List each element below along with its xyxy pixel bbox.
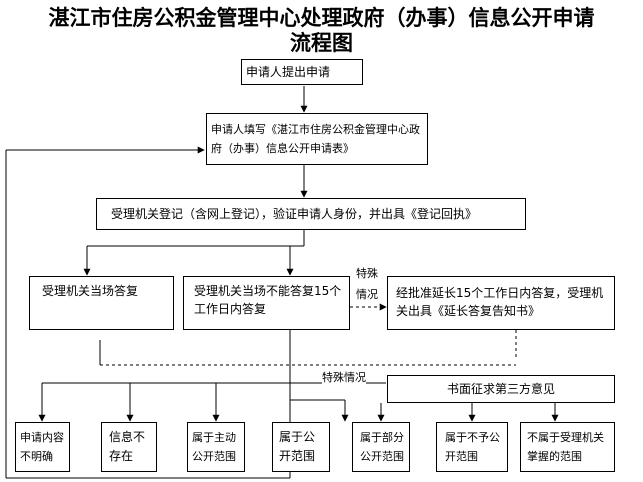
- outcome-disclosure-scope: 属于公开范围: [272, 422, 330, 472]
- step-reply-onsite: 受理机关当场答复: [29, 276, 174, 330]
- outcome-info-not-exist: 信息不存在: [101, 422, 157, 472]
- step-register-and-verify: 受理机关登记（含网上登记），验证申请人身份，并出具《登记回执》: [96, 198, 526, 230]
- outcome-not-held-by-agency: 不属于受理机关掌握的范围: [520, 422, 615, 472]
- page-title-line-1: 湛江市住房公积金管理中心处理政府（办事）信息公开申请: [48, 5, 595, 30]
- step-fill-application-form: 申请人填写《湛江市住房公积金管理中心政府（办事）信息公开申请表》: [206, 113, 428, 165]
- outcome-active-disclosure: 属于主动公开范围: [187, 422, 245, 472]
- step-reply-within-15-days: 受理机关当场不能答复15个工作日内答复: [183, 276, 350, 330]
- outcome-non-disclosure: 属于不予公开范围: [436, 422, 508, 472]
- outcome-content-unclear: 申请内容不明确: [15, 422, 70, 472]
- step-third-party-opinion: 书面征求第三方意见: [387, 375, 615, 403]
- special-case-label: 特殊情况: [322, 371, 366, 384]
- special-case-label-2: 情况: [356, 288, 378, 301]
- step-submit-application: 申请人提出申请: [241, 59, 363, 85]
- step-extension-notice: 经批准延长15个工作日内答复，受理机关出具《延长答复告知书》: [387, 276, 615, 330]
- outcome-partial-disclosure: 属于部分公开范围: [352, 422, 410, 472]
- special-case-label-1: 特殊: [356, 267, 378, 280]
- page-title-line-2: 流程图: [290, 30, 353, 55]
